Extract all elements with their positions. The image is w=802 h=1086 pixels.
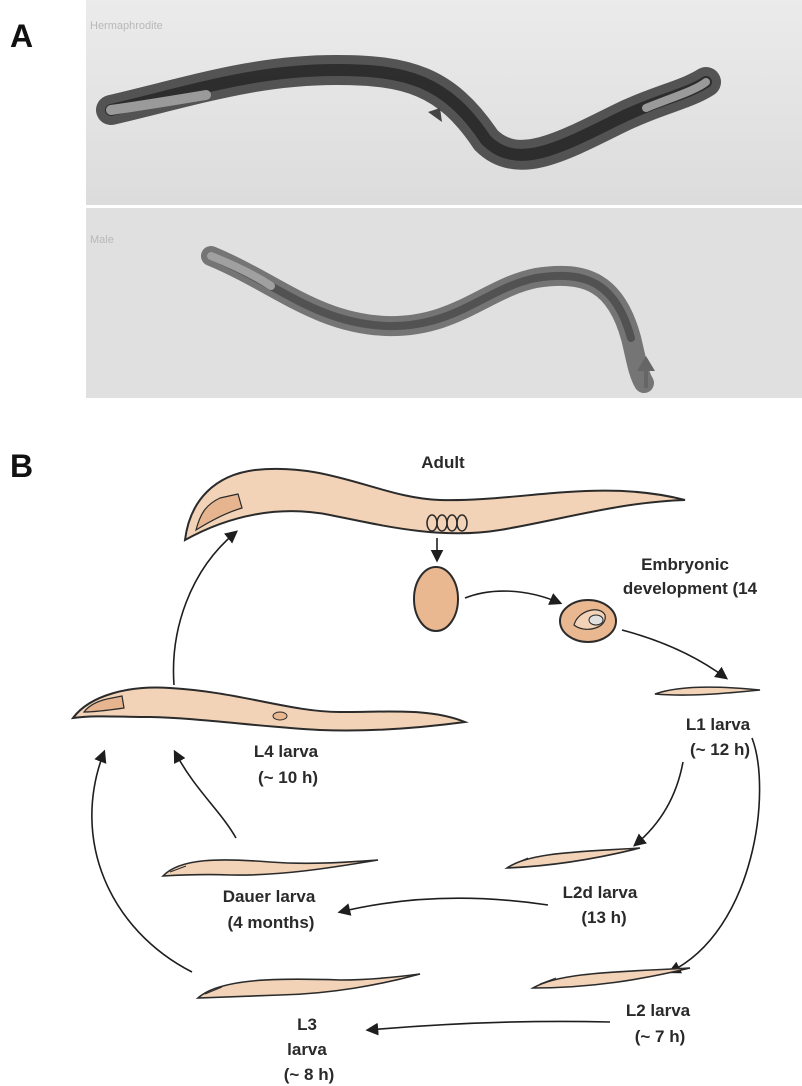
l3-label-line2: larva [287, 1040, 327, 1059]
dauer-label-line2: (4 months) [228, 913, 315, 932]
l1-larva-worm [655, 687, 760, 695]
l2d-to-dauer-arrow [340, 898, 548, 912]
l4-larva-worm [73, 687, 465, 730]
embryo [560, 600, 616, 642]
l4-label-line1: L4 larva [254, 742, 319, 761]
egg [414, 567, 458, 631]
l2-to-l3-arrow [368, 1021, 610, 1030]
l2d-label-line1: L2d larva [563, 883, 638, 902]
l2-label-line1: L2 larva [626, 1001, 691, 1020]
adult-label: Adult [421, 453, 465, 472]
egg-to-embryo-arrow [465, 591, 560, 603]
l4-to-adult-arrow [174, 532, 236, 685]
l4-label-line2: (~ 10 h) [258, 768, 318, 787]
dauer-label-line1: Dauer larva [223, 887, 316, 906]
dauer-to-l4-arrow [175, 752, 236, 838]
l1-to-l2-arrow [670, 738, 760, 972]
l2d-label-line2: (13 h) [581, 908, 626, 927]
embryo-to-l1-arrow [622, 630, 726, 678]
adult-worm [185, 469, 685, 540]
embryonic-label-line1: Embryonic [641, 555, 729, 574]
l2-label-line2: (~ 7 h) [635, 1027, 686, 1046]
l1-to-l2d-arrow [635, 762, 683, 845]
l3-label-line3: (~ 8 h) [284, 1065, 335, 1084]
l3-label-line1: L3 [297, 1015, 317, 1034]
l1-label-line1: L1 larva [686, 715, 751, 734]
l1-label-line2: (~ 12 h) [690, 740, 750, 759]
l3-larva-worm [198, 974, 420, 998]
dauer-larva-worm [163, 860, 378, 876]
l2-larva-worm [533, 968, 690, 988]
embryonic-label-line2: development (14 [623, 579, 758, 598]
l3-to-l4-arrow [92, 752, 192, 972]
